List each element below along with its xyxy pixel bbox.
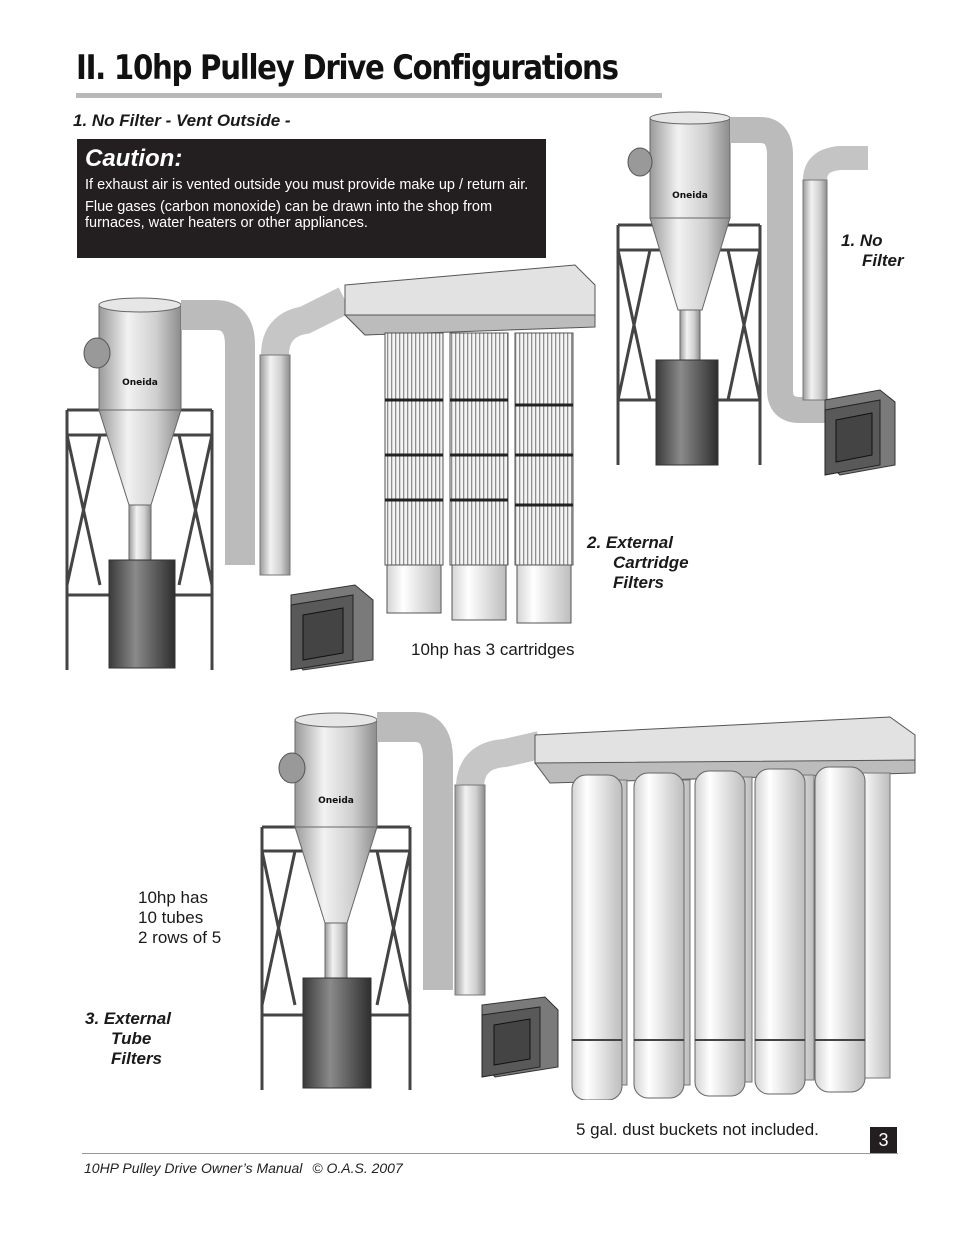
- caution-title: Caution:: [85, 145, 183, 172]
- tubes-note-1: 10hp has: [138, 888, 208, 907]
- label-tube-3: Filters: [111, 1049, 163, 1068]
- footer: 10HP Pulley Drive Owner’s Manual © O.A.S…: [84, 1160, 403, 1176]
- cartridge-filter-illustration: Oneida: [65, 264, 596, 671]
- brand-logo-2: Oneida: [122, 378, 158, 388]
- cartridge-note: 10hp has 3 cartridges: [411, 640, 575, 659]
- buckets-note: 5 gal. dust buckets not included.: [576, 1120, 819, 1139]
- label-cartridge-1: 2. External: [587, 533, 673, 552]
- footer-copyright: © O.A.S. 2007: [312, 1160, 403, 1176]
- tubes-note-3: 2 rows of 5: [138, 928, 222, 947]
- footer-rule: [82, 1153, 898, 1154]
- no-filter-illustration: Oneida: [616, 111, 896, 476]
- title-rule: [76, 93, 662, 98]
- tube-filter-illustration: Oneida: [260, 712, 916, 1100]
- page-number: 3: [870, 1127, 897, 1154]
- page-title: II. 10hp Pulley Drive Configurations: [76, 48, 619, 88]
- label-cartridge-3: Filters: [613, 573, 665, 592]
- caution-box: Caution: If exhaust air is vented outsid…: [77, 139, 546, 258]
- tubes-note-2: 10 tubes: [138, 908, 204, 927]
- label-tube-2: Tube: [111, 1029, 152, 1048]
- label-no-filter-1: 1. No: [841, 231, 883, 250]
- caution-text-1: If exhaust air is vented outside you mus…: [85, 177, 529, 193]
- caution-text-2: Flue gases (carbon monoxide) can be draw…: [85, 199, 493, 231]
- label-no-filter-2: Filter: [862, 251, 904, 270]
- label-tube-1: 3. External: [85, 1009, 171, 1028]
- section1-heading: 1. No Filter - Vent Outside -: [73, 111, 291, 130]
- brand-logo-1: Oneida: [672, 191, 708, 201]
- brand-logo-3: Oneida: [318, 796, 354, 806]
- footer-manual: 10HP Pulley Drive Owner’s Manual: [84, 1160, 303, 1176]
- label-cartridge-2: Cartridge: [613, 553, 689, 572]
